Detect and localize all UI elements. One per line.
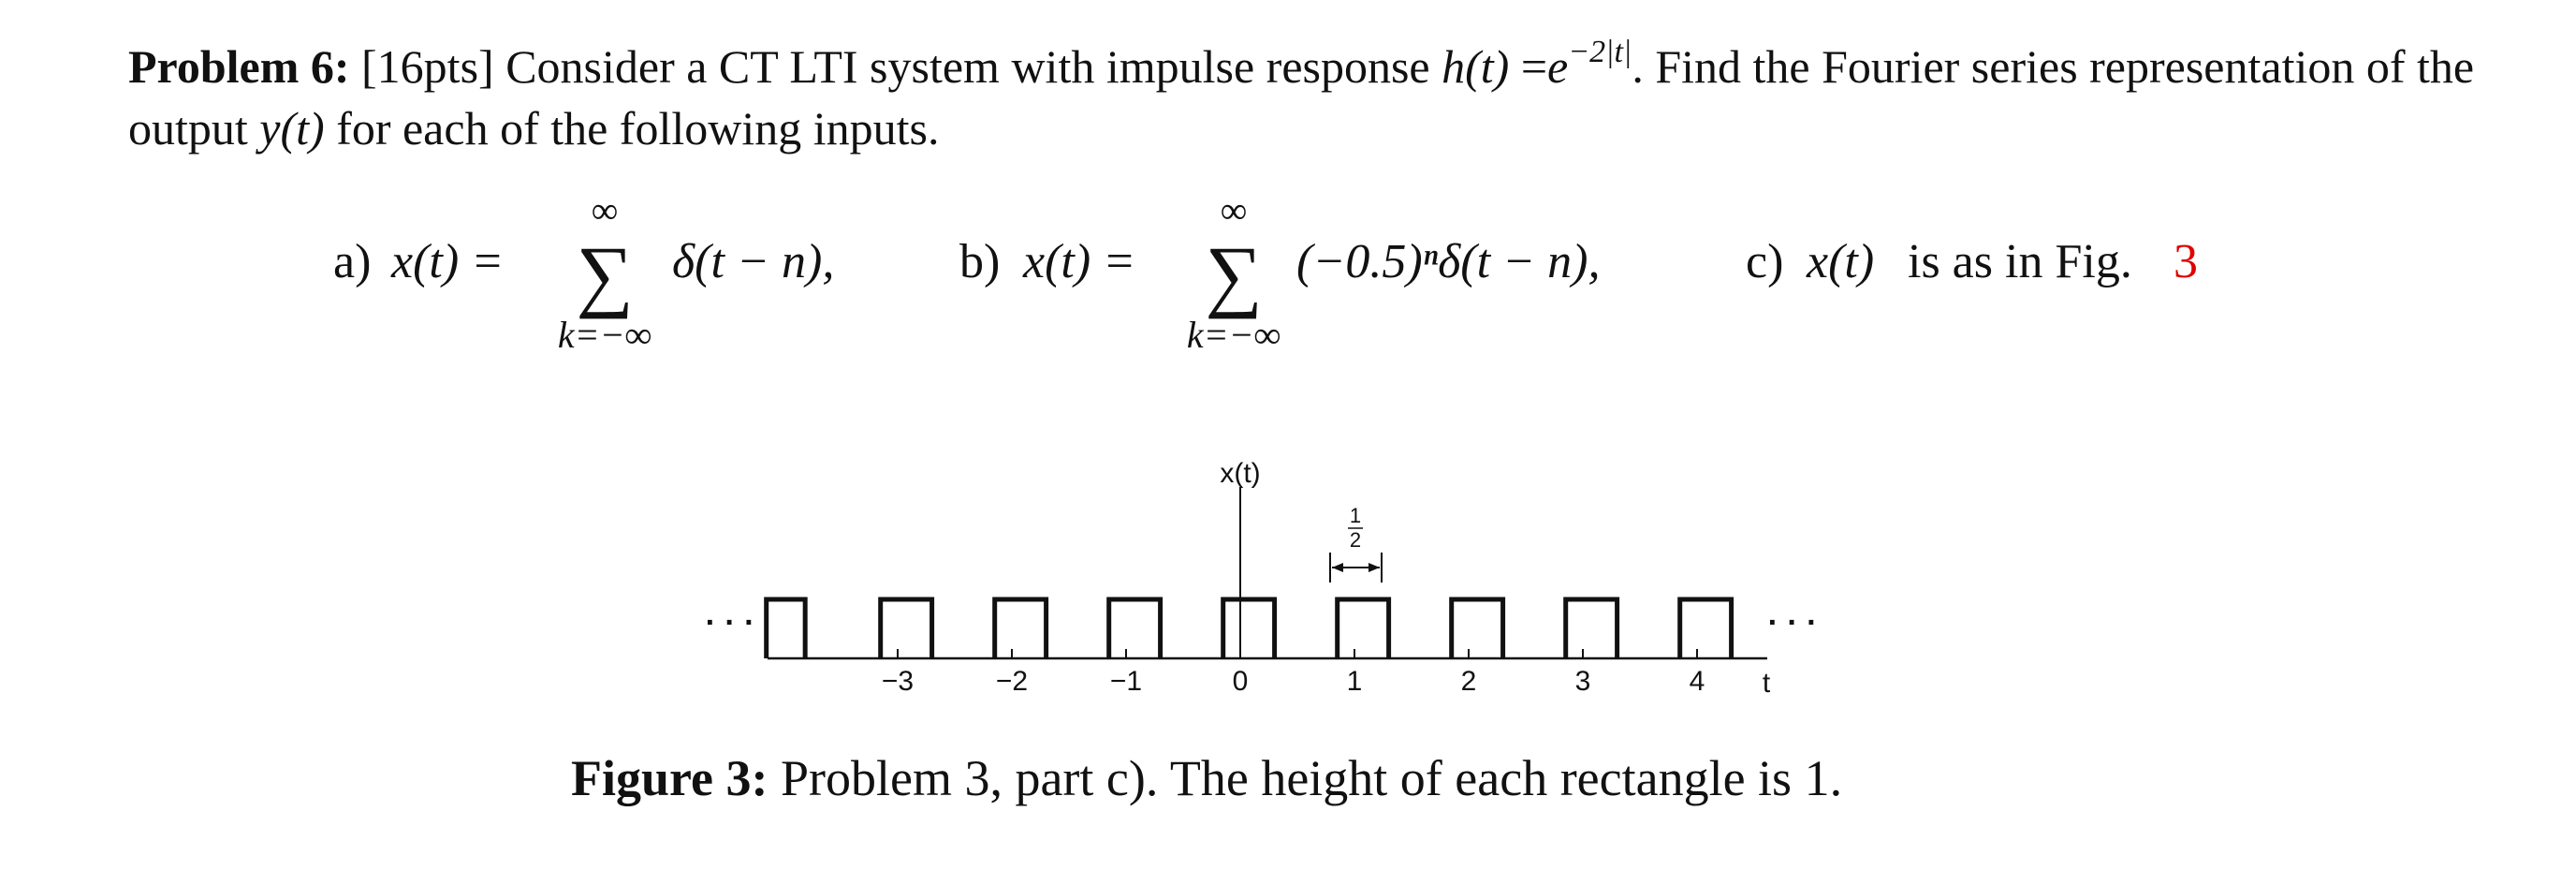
equals-sign: = xyxy=(1520,40,1548,93)
pulse-group xyxy=(764,597,1734,658)
part-c-text: is as in Fig. xyxy=(1908,235,2132,288)
width-arrow-right-head xyxy=(1368,563,1380,572)
rectangular-pulse xyxy=(1335,597,1392,658)
problem-label: Problem 6: xyxy=(128,40,350,93)
tick-label: 0 xyxy=(1233,666,1249,697)
part-b-sum-symbol: ∑ xyxy=(1205,229,1263,319)
figure-reference-link[interactable]: 3 xyxy=(2174,235,2198,288)
part-a-label: a) xyxy=(333,235,372,288)
part-a-term: δ(t − n), xyxy=(672,235,835,288)
rectangular-pulse xyxy=(1221,597,1278,658)
rectangular-pulse xyxy=(992,597,1049,658)
tick-group: −3 −2 −1 0 1 2 3 4 xyxy=(882,649,1705,697)
caption-text: Problem 3, part c). The height of each r… xyxy=(780,750,1843,806)
rectangular-pulse xyxy=(1563,597,1620,658)
rectangular-pulse xyxy=(1449,597,1506,658)
pulse-width-annotation: 1 2 xyxy=(1329,504,1383,583)
ellipsis-right: · · · xyxy=(1768,605,1818,641)
problem-text-1: Consider a CT LTI system with impulse re… xyxy=(505,40,1430,93)
part-a-sum-lower: k=−∞ xyxy=(557,314,652,356)
caption-label: Figure 3: xyxy=(571,750,768,806)
width-fraction-numerator: 1 xyxy=(1350,504,1361,527)
tick-label: 2 xyxy=(1461,666,1477,697)
tick-label: 3 xyxy=(1575,666,1591,697)
rectangular-pulse xyxy=(1677,597,1734,658)
part-b-term: (−0.5)ⁿδ(t − n), xyxy=(1296,235,1601,288)
rectangular-pulse xyxy=(764,597,808,658)
part-a-lhs: x(t) = xyxy=(391,235,505,288)
input-parts: a) x(t) = ∞ ∑ k=−∞ δ(t − n), b) x(t) = ∞… xyxy=(0,187,2576,375)
problem-text-3: for each of the following inputs. xyxy=(336,102,940,155)
problem-text-2: . Find the Fourier series representation… xyxy=(128,40,2475,155)
part-b-sum-upper: ∞ xyxy=(1220,189,1248,231)
part-b-lhs: x(t) = xyxy=(1023,235,1136,288)
rectangular-pulse xyxy=(878,597,935,658)
part-a-summation: ∞ ∑ k=−∞ xyxy=(539,187,670,356)
width-arrow-left-head xyxy=(1332,563,1343,572)
tick-label: 4 xyxy=(1690,666,1705,697)
tick-label: −1 xyxy=(1110,666,1142,697)
figure-caption: Figure 3: Problem 3, part c). The height… xyxy=(571,749,1842,807)
part-b-label: b) xyxy=(959,235,1001,288)
problem-statement: Problem 6: [16pts] Consider a CT LTI sys… xyxy=(128,36,2487,159)
rectangular-pulse xyxy=(1106,597,1164,658)
width-fraction-denominator: 2 xyxy=(1350,528,1361,552)
time-axis-label: t xyxy=(1763,668,1771,699)
part-b-summation: ∞ ∑ k=−∞ xyxy=(1168,187,1299,356)
amplitude-axis-label: x(t) xyxy=(1220,458,1260,489)
output-symbol: y(t) xyxy=(259,102,325,155)
ellipsis-left: · · · xyxy=(706,605,755,641)
impulse-response-lhs: h(t) xyxy=(1442,40,1510,93)
part-c-lhs: x(t) xyxy=(1807,235,1875,288)
part-a-sum-symbol: ∑ xyxy=(576,229,634,319)
tick-label: 1 xyxy=(1347,666,1363,697)
part-c-label: c) xyxy=(1746,235,1784,288)
part-b-sum-lower: k=−∞ xyxy=(1186,314,1281,356)
tick-label: −2 xyxy=(996,666,1028,697)
problem-points: [16pts] xyxy=(361,40,494,93)
part-a-sum-upper: ∞ xyxy=(591,189,619,231)
impulse-response-exponent: −2|t| xyxy=(1568,35,1632,69)
tick-label: −3 xyxy=(882,666,914,697)
impulse-response-base: e xyxy=(1547,40,1569,93)
